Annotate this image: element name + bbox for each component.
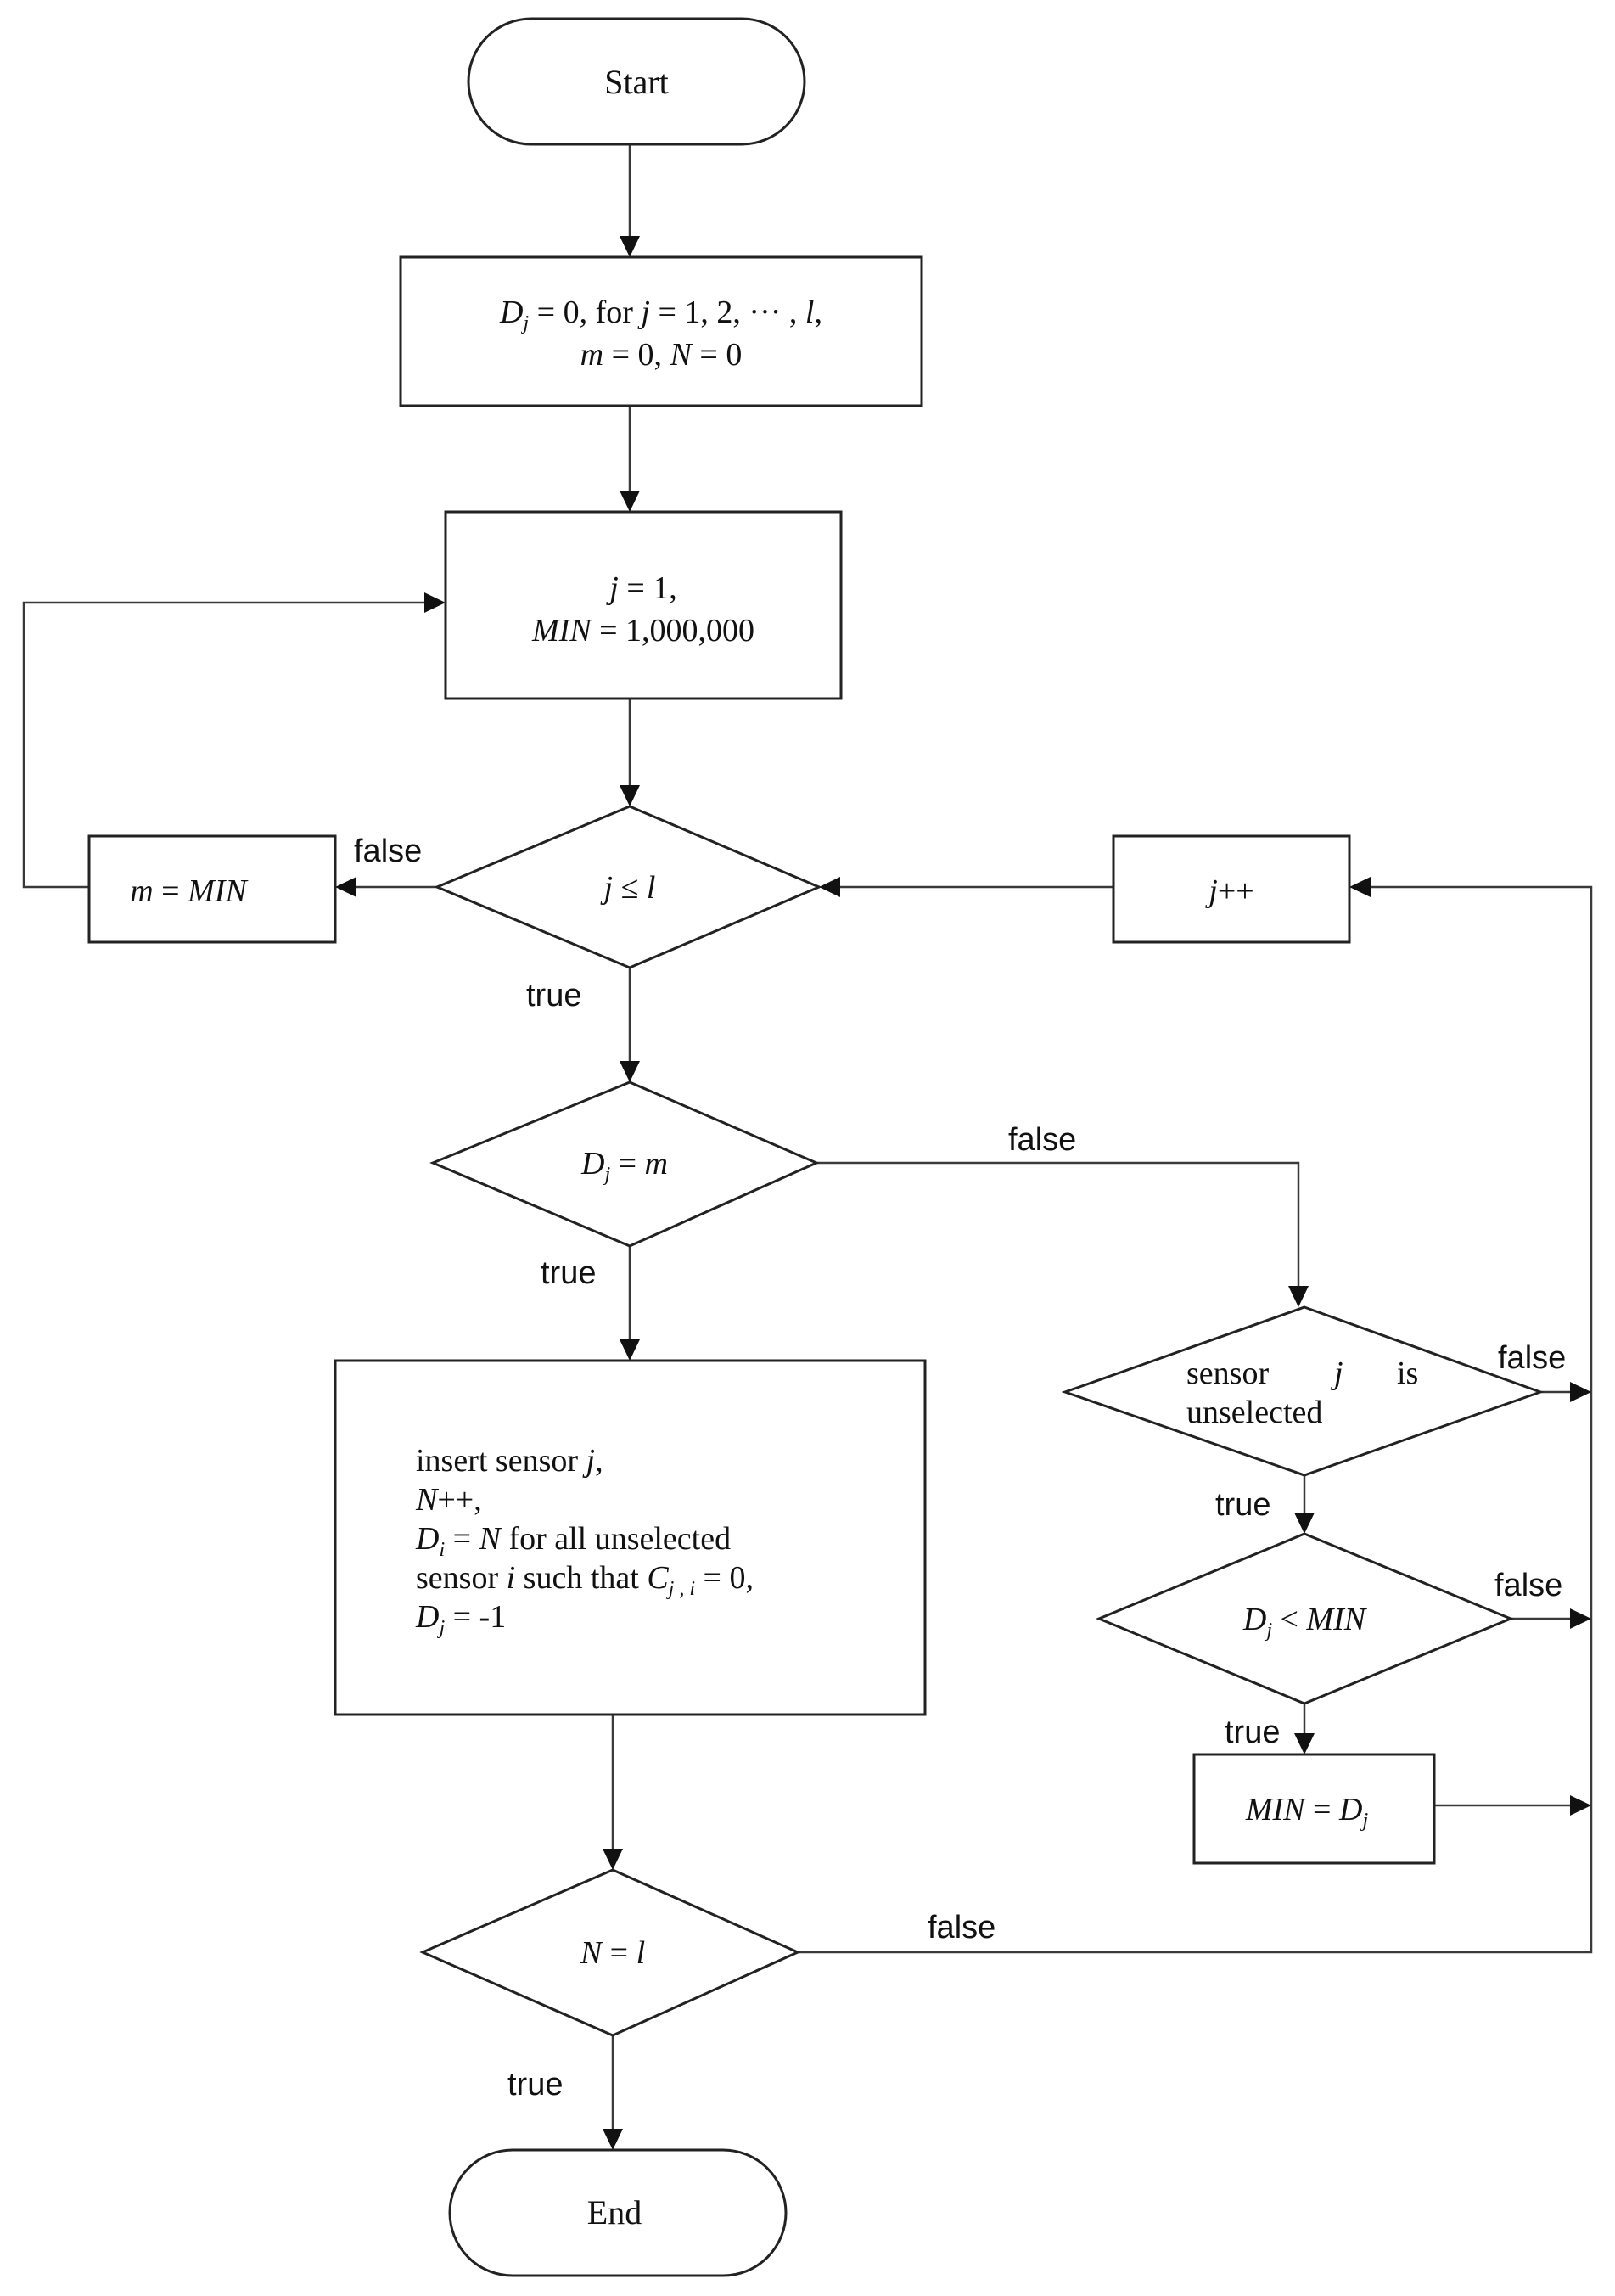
label-j-le-l-true: true	[526, 978, 581, 1013]
node-cond-j-le-l: j ≤ l	[434, 805, 822, 969]
assign-min-label: MIN = Dj	[1245, 1792, 1369, 1832]
arrowhead	[335, 877, 356, 897]
cond-n-eq-l-label: N = l	[580, 1935, 645, 1971]
arrowhead	[603, 2129, 623, 2150]
arrowhead	[620, 785, 640, 806]
edge-djm-false	[816, 1161, 1300, 1286]
decision-dj-lt-min	[1096, 1532, 1514, 1705]
decision-n-eq-l	[419, 1868, 801, 2037]
label-n-eq-l-false: false	[928, 1910, 995, 1945]
node-loop-start: j = 1, MIN = 1,000,000	[444, 510, 843, 700]
arrowhead	[1570, 1608, 1591, 1629]
node-cond-unselected: sensor j is unselected	[1061, 1305, 1545, 1477]
loop-start-line-2: MIN = 1,000,000	[531, 613, 754, 648]
node-insert-block: insert sensor j, N++, Di = N for all uns…	[334, 1359, 927, 1716]
arrowhead	[1570, 1382, 1591, 1402]
label-dj-lt-min-false: false	[1494, 1568, 1562, 1603]
arrowhead	[620, 236, 640, 257]
insert-line-1: insert sensor j,	[416, 1443, 603, 1479]
cond-j-le-l-label: j ≤ l	[600, 870, 656, 906]
arrowhead	[603, 1849, 623, 1870]
init-line-2: m = 0, N = 0	[580, 337, 743, 373]
end-terminator	[448, 2148, 788, 2277]
label-dj-eq-m-false: false	[1008, 1122, 1076, 1158]
connectors	[22, 144, 1593, 2150]
node-cond-n-eq-l: N = l	[419, 1868, 801, 2037]
arrowhead	[424, 592, 446, 613]
end-label: End	[587, 2193, 642, 2231]
arrowhead	[620, 491, 640, 512]
arrowhead	[1349, 877, 1371, 897]
node-increment-j: j++	[1112, 834, 1351, 944]
cond-unselected-word-is: is	[1397, 1356, 1418, 1391]
increment-j-label: j++	[1204, 873, 1253, 909]
edge-right-return	[798, 885, 1593, 1954]
label-unselected-true: true	[1215, 1487, 1270, 1523]
decision-sensor-unselected	[1061, 1305, 1545, 1477]
start-label: Start	[604, 63, 669, 101]
init-process-box	[399, 255, 923, 407]
label-n-eq-l-true: true	[507, 2067, 563, 2102]
arrowhead	[1294, 1513, 1315, 1534]
decision-j-le-l	[434, 805, 822, 969]
node-start: Start	[467, 17, 806, 146]
arrowhead	[1288, 1286, 1309, 1307]
label-unselected-false: false	[1498, 1340, 1566, 1376]
assign-m-label: m = MIN	[130, 873, 249, 909]
label-j-le-l-false: false	[354, 834, 422, 869]
arrowhead	[1570, 1795, 1591, 1816]
insert-line-2: N++,	[415, 1482, 482, 1518]
assign-m-process-box	[87, 834, 337, 944]
cond-dj-eq-m-label: Dj = m	[580, 1146, 668, 1186]
assign-min-process-box	[1192, 1753, 1436, 1865]
arrowhead	[620, 1061, 640, 1082]
edge-loop-back	[22, 601, 424, 889]
insert-process-box	[334, 1359, 927, 1716]
loop-start-process-box	[444, 510, 843, 700]
init-line-1: Dj = 0, for j = 1, 2, ··· , l,	[499, 295, 822, 334]
label-dj-lt-min-true: true	[1225, 1715, 1280, 1750]
arrowhead	[620, 1339, 640, 1361]
cond-unselected-word-unselected: unselected	[1186, 1395, 1322, 1430]
insert-line-5: Dj = -1	[415, 1599, 506, 1639]
insert-line-4: sensor i such that Cj , i = 0,	[416, 1560, 754, 1600]
loop-start-line-1: j = 1,	[605, 570, 677, 606]
arrowhead	[1294, 1733, 1315, 1754]
arrowhead	[819, 877, 840, 897]
node-cond-dj-eq-m: Dj = m	[429, 1081, 820, 1248]
label-dj-eq-m-true: true	[541, 1255, 596, 1291]
increment-j-process-box	[1112, 834, 1351, 944]
node-assign-min: MIN = Dj	[1192, 1753, 1436, 1865]
node-init: Dj = 0, for j = 1, 2, ··· , l, m = 0, N …	[399, 255, 923, 407]
cond-dj-lt-min-label: Dj < MIN	[1242, 1602, 1368, 1642]
node-end: End	[448, 2148, 788, 2277]
node-assign-m: m = MIN	[87, 834, 337, 944]
start-terminator	[467, 17, 806, 146]
cond-unselected-word-sensor: sensor	[1186, 1356, 1269, 1391]
insert-line-3: Di = N for all unselected	[415, 1521, 731, 1561]
edge-labels: false true false true false true false t…	[354, 834, 1566, 2102]
decision-dj-eq-m	[429, 1081, 820, 1248]
node-cond-dj-lt-min: Dj < MIN	[1096, 1532, 1514, 1705]
